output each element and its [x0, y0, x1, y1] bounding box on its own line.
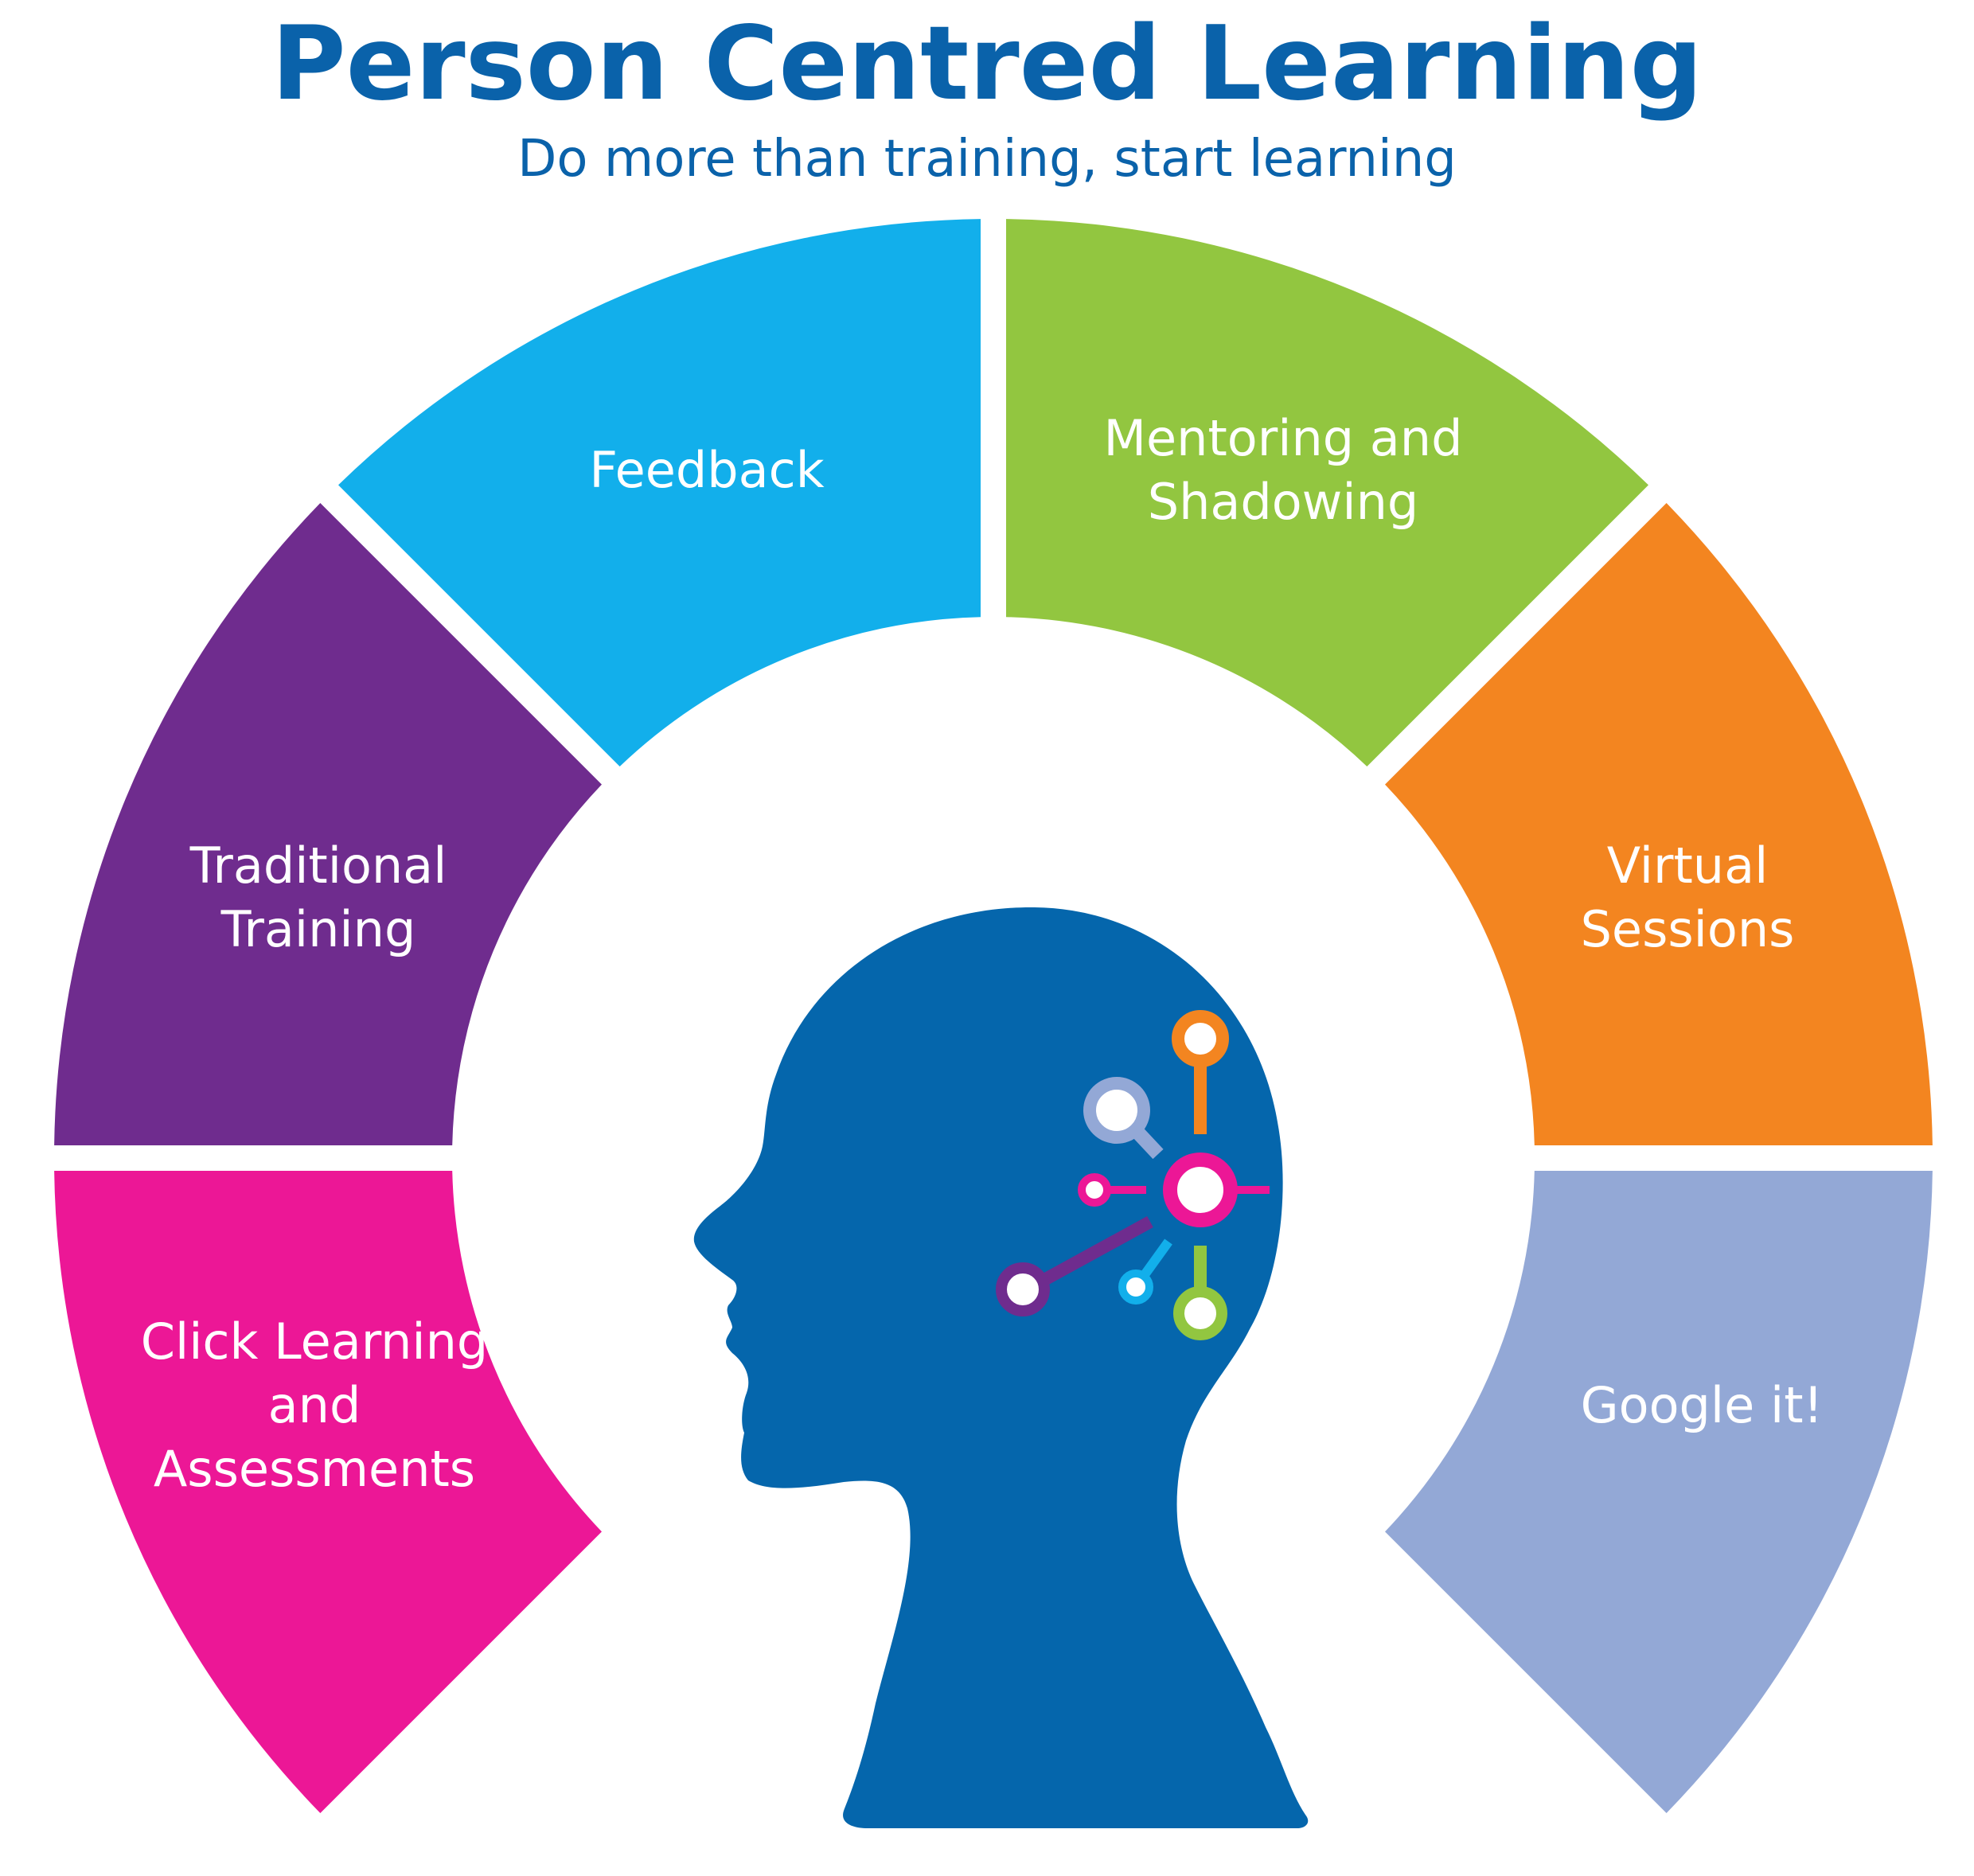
segment-label-line: Traditional	[189, 837, 447, 895]
node-lavender	[1083, 1077, 1150, 1144]
segment-feedback	[338, 219, 981, 766]
node-green	[1173, 1286, 1227, 1340]
segment-mentoring	[1005, 219, 1648, 766]
segment-virtual-sessions	[1385, 503, 1933, 1146]
node-pink-small	[1078, 1173, 1111, 1207]
brain-network-icon	[996, 1010, 1270, 1340]
node-purple	[996, 1262, 1050, 1316]
segment-label-line: Mentoring and	[1104, 409, 1463, 467]
segment-label-line: Google it!	[1581, 1376, 1824, 1434]
segment-google-it	[1385, 1170, 1933, 1813]
segment-label-line: Shadowing	[1148, 473, 1419, 531]
head-silhouette-shape	[693, 907, 1309, 1828]
segment-label-line: Click Learning	[141, 1312, 489, 1371]
segments-layer	[54, 219, 1933, 1813]
segment-traditional-training	[54, 503, 602, 1146]
diagram-title: Person Centred Learning	[271, 5, 1703, 123]
node-orange	[1172, 1010, 1229, 1067]
head-silhouette	[693, 907, 1309, 1828]
node-blue	[1118, 1270, 1153, 1305]
segment-label-line: Sessions	[1581, 900, 1795, 958]
segment-label-line: Assessments	[154, 1440, 475, 1498]
node-pink-center	[1163, 1153, 1238, 1227]
segment-label-line: Feedback	[589, 441, 824, 499]
segment-label-line: Virtual	[1607, 837, 1769, 895]
diagram-subtitle: Do more than training, start learning	[517, 130, 1457, 189]
segment-label-feedback: Feedback	[589, 441, 824, 499]
segment-label-google-it: Google it!	[1581, 1376, 1824, 1434]
segment-label-line: and	[268, 1376, 361, 1434]
segment-click-learning	[54, 1170, 602, 1813]
segment-label-line: Training	[220, 900, 416, 958]
